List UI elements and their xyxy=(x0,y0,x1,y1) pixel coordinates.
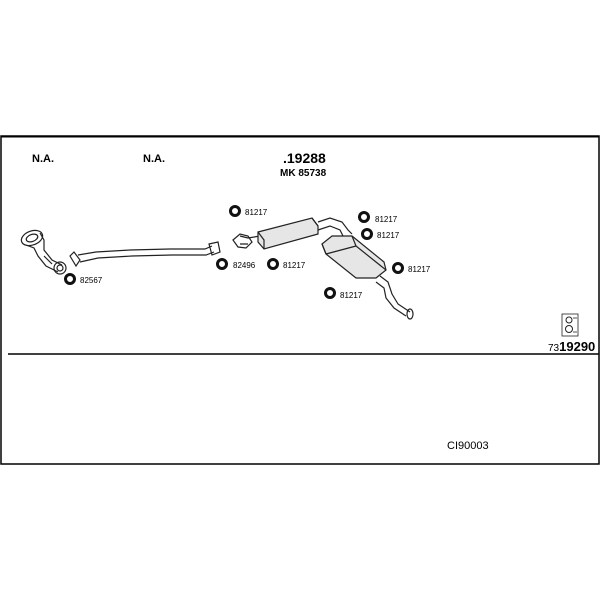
mk-number: MK 85738 xyxy=(280,168,327,179)
fitting-81217-b: 81217 xyxy=(267,258,306,270)
rear-silencer xyxy=(321,235,414,320)
fitting-82567: 82567 xyxy=(64,273,103,285)
svg-text:81217: 81217 xyxy=(283,261,306,270)
diagram-border xyxy=(0,135,600,465)
fitting-81217-d: 81217 xyxy=(361,228,400,240)
svg-text:81217: 81217 xyxy=(408,265,431,274)
svg-text:82496: 82496 xyxy=(233,261,256,270)
fitting-81217-a: 81217 xyxy=(229,205,268,217)
fitting-81217-e: 81217 xyxy=(392,262,431,274)
svg-text:81217: 81217 xyxy=(245,208,268,217)
diagram-code: CI90003 xyxy=(447,440,489,452)
kit-number-prefix: 73 xyxy=(548,343,560,354)
part-number-19288: .19288 xyxy=(283,150,326,166)
svg-text:81217: 81217 xyxy=(340,291,363,300)
svg-text:81217: 81217 xyxy=(375,215,398,224)
fitting-82496: 82496 xyxy=(216,258,256,270)
fitting-81217-f: 81217 xyxy=(324,287,363,300)
fitting-81217-c: 81217 xyxy=(358,211,398,224)
kit-number-main: 19290 xyxy=(559,339,595,354)
label-na-1: N.A. xyxy=(32,153,54,165)
centre-silencer xyxy=(232,217,353,250)
label-na-2: N.A. xyxy=(143,153,165,165)
kit-number: 7319290 xyxy=(548,339,595,354)
front-pipe-downpipe xyxy=(20,229,67,275)
svg-text:81217: 81217 xyxy=(377,231,400,240)
svg-text:82567: 82567 xyxy=(80,276,103,285)
mounting-kit-icon xyxy=(561,313,579,337)
intermediate-pipe xyxy=(69,241,221,268)
